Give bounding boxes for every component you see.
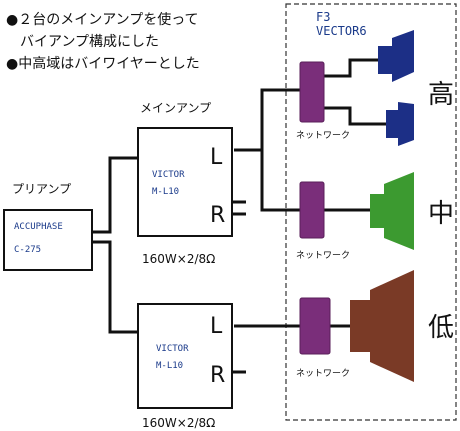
main-amp-1-terminal-l: L (210, 145, 223, 170)
network-low (299, 297, 331, 355)
main-amp-2-brand: VICTOR (156, 344, 189, 354)
band-label-low: 低 (428, 313, 454, 343)
network-high (299, 61, 325, 123)
wiring (92, 58, 386, 374)
band-label-high: 高 (428, 80, 454, 110)
speaker-model-line2: VECTOR6 (316, 24, 367, 38)
note-line-2: バイアンプ構成にした (6, 34, 159, 50)
midrange-driver (370, 172, 414, 250)
main-amp-1-model: M-L10 (152, 187, 179, 197)
note-line-3: ●中高域はバイワイヤーとした (6, 55, 200, 72)
main-amp-2-model: M-L10 (156, 361, 183, 371)
main-amp-heading: メインアンプ (140, 101, 211, 115)
network-high-label: ネットワーク (296, 130, 350, 141)
main-amp-2-power: 160W×2/8Ω (142, 416, 215, 430)
main-amp-2-box (137, 303, 233, 409)
speaker-enclosure (285, 3, 457, 421)
preamp-heading: プリアンプ (12, 182, 71, 196)
main-amp-1-power: 160W×2/8Ω (142, 252, 215, 266)
main-amp-1-brand: VICTOR (152, 170, 185, 180)
band-label-mid: 中 (428, 199, 454, 229)
speaker-model-line1: F3 (316, 10, 330, 24)
woofer-driver (350, 270, 414, 382)
note-line-1: ●２台のメインアンプを使って (6, 11, 199, 28)
tweeter-2 (386, 102, 414, 146)
preamp-box (3, 209, 93, 271)
preamp-brand: ACCUPHASE (14, 222, 63, 232)
network-mid (299, 181, 325, 239)
main-amp-1-terminal-r: R (210, 203, 225, 228)
network-low-label: ネットワーク (296, 368, 350, 379)
preamp-model: C-275 (14, 245, 41, 255)
main-amp-2-terminal-l: L (210, 314, 223, 339)
main-amp-1-box (137, 127, 233, 237)
main-amp-2-terminal-r: R (210, 363, 225, 388)
network-mid-label: ネットワーク (296, 250, 350, 261)
tweeter-1 (378, 30, 414, 82)
